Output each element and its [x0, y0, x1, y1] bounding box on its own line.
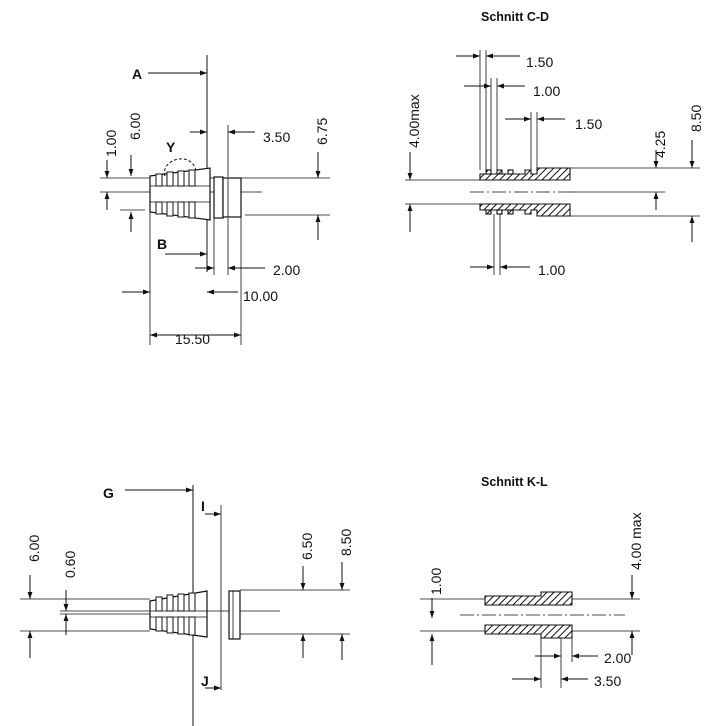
- section-ribs: [485, 169, 514, 215]
- section-mark-i: I: [201, 498, 205, 514]
- view-1-side-view: A B Y 1.00: [100, 55, 330, 347]
- dim-1-00: 1.00: [103, 130, 119, 157]
- dim-0-60: 0.60: [62, 551, 78, 578]
- dim-6-50: 6.50: [299, 533, 315, 560]
- dim-4-25: 4.25: [652, 131, 668, 158]
- section-k-l: Schnitt K-L 4.00 max 1.00 2.00 3.50: [420, 475, 644, 689]
- view-2-side-view: G I J 6.00: [20, 485, 354, 726]
- dim-3-50-kl: 3.50: [594, 673, 621, 689]
- dim-1-50-mid: 1.50: [575, 116, 602, 132]
- dim-6-00: 6.00: [127, 113, 143, 140]
- section-mark-g: G: [103, 485, 114, 501]
- dim-1-00-bottom: 1.00: [538, 262, 565, 278]
- section-hatch-lower: [479, 203, 571, 217]
- dim-6-75: 6.75: [314, 118, 330, 145]
- connector-ribs: [150, 169, 210, 219]
- detail-mark-y: Y: [166, 139, 176, 155]
- dim-2-00-kl: 2.00: [604, 650, 631, 666]
- dim-1-50-top: 1.50: [526, 54, 553, 70]
- dim-4-00max: 4.00max: [406, 94, 422, 148]
- section-c-d: Schnitt C-D 1.50 1.00: [405, 10, 704, 278]
- dim-10-00: 10.00: [243, 288, 278, 304]
- connector-ribs-2: [150, 592, 207, 636]
- dim-6-00-v2: 6.00: [26, 535, 42, 562]
- section-hatch-upper: [479, 167, 571, 181]
- dim-2-00: 2.00: [273, 262, 300, 278]
- section-title-k-l: Schnitt K-L: [481, 475, 548, 489]
- dim-8-50-cd: 8.50: [688, 105, 704, 132]
- section-mark-j: J: [201, 673, 209, 689]
- dim-8-50-v2: 8.50: [338, 529, 354, 556]
- dim-1-00-top: 1.00: [533, 83, 560, 99]
- kl-hatch-lower: [484, 624, 573, 639]
- section-mark-a: A: [132, 66, 142, 82]
- dim-15-50: 15.50: [175, 331, 210, 347]
- section-title-c-d: Schnitt C-D: [481, 10, 549, 24]
- dim-3-50: 3.50: [263, 129, 290, 145]
- dim-4-00-max: 4.00 max: [628, 512, 644, 570]
- kl-hatch-upper: [484, 591, 573, 606]
- dim-1-00-kl: 1.00: [428, 568, 444, 595]
- section-mark-b: B: [157, 236, 167, 252]
